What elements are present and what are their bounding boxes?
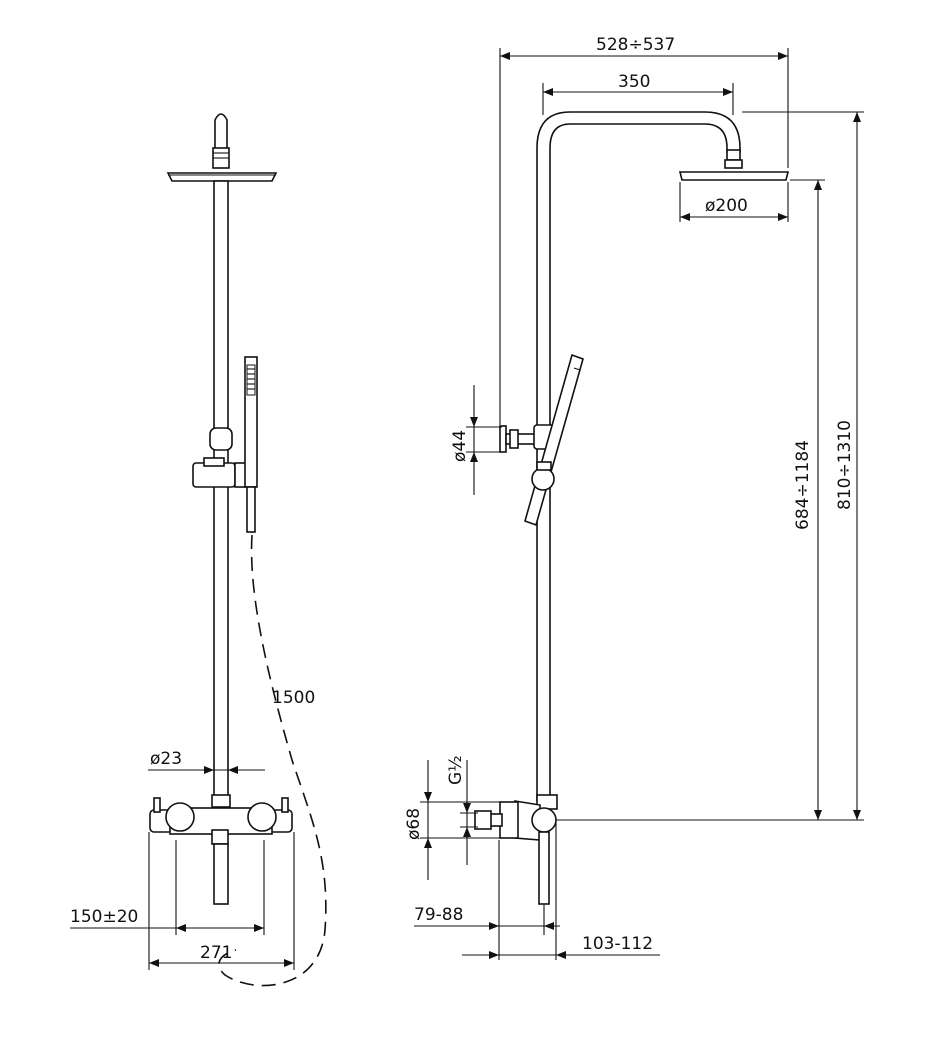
shower-head-front [166,172,278,182]
mixer-knob-side [531,807,557,833]
arm-length-label: 350 [618,72,650,92]
inlet-spacing-label: 150±20 [70,907,138,927]
riser-pipe-front [213,180,229,802]
rail-height-label: 684÷1184 [793,440,813,530]
mixer-diameter-label: ø68 [404,808,424,840]
wall-offset-2-label: 103-112 [582,934,653,954]
spout-front [213,843,229,905]
shower-head-side [678,171,790,181]
hose-dashed [218,534,327,987]
side-view: 528÷537 350 ø200 684÷1184 810÷1310 ø44 ø… [404,35,864,960]
total-width-label: 528÷537 [596,35,675,55]
total-height-label: 810÷1310 [835,420,855,510]
wall-offset-1-label: 79-88 [414,905,463,925]
pipe-diameter-label: ø23 [150,749,182,769]
head-diameter-label: ø200 [705,196,748,216]
thread-label: G½ [446,755,466,785]
spout-side [538,831,550,905]
slider-knob-side [531,467,555,491]
hose-length-label: 1500 [272,688,315,708]
mixer-width-label: 271 [200,943,232,963]
bracket-diameter-label: ø44 [450,430,470,462]
front-view: 1500 ø23 150±20 271 [70,113,327,987]
